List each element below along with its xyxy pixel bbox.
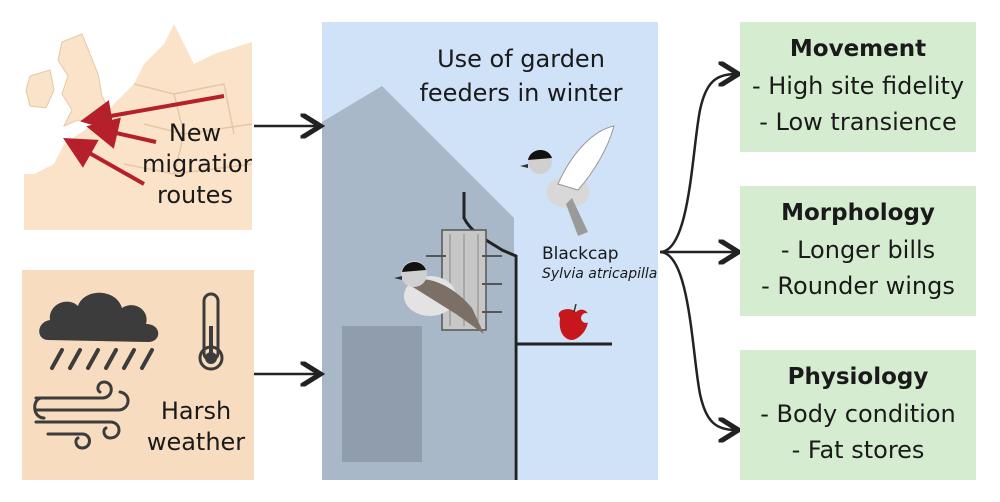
- migration-label-line3: routes: [157, 181, 233, 209]
- species-latin-name: Sylvia atricapilla: [542, 266, 658, 282]
- species-common-name: Blackcap: [542, 244, 619, 264]
- physiology-heading: Physiology: [787, 364, 929, 390]
- weather-label-line1: Harsh: [160, 397, 232, 425]
- flying-blackcap-icon: [520, 125, 615, 236]
- arrow-to-movement: [659, 74, 736, 254]
- morphology-item-1: - Longer bills: [780, 236, 936, 264]
- thermometer-icon: [198, 292, 224, 371]
- migration-label-line1: New: [168, 119, 222, 147]
- physiology-box: Physiology - Body condition - Fat stores: [740, 350, 976, 480]
- center-title-line1: Use of garden: [437, 45, 605, 73]
- map-icon: [24, 24, 252, 175]
- blackcap-bird-icon: [394, 261, 484, 334]
- center-title: Use of garden feeders in winter: [392, 42, 650, 110]
- window: [342, 326, 422, 462]
- movement-item-2: - Low transience: [759, 108, 957, 136]
- arrow-to-physiology: [659, 250, 736, 430]
- physiology-item-2: - Fat stores: [791, 436, 925, 464]
- movement-heading: Movement: [789, 36, 927, 62]
- center-title-line2: feeders in winter: [419, 79, 623, 107]
- weather-icons: [33, 292, 224, 450]
- house-feeder-illustration: [322, 86, 615, 480]
- morphology-heading: Morphology: [781, 200, 935, 226]
- weather-label-line2: weather: [146, 428, 246, 456]
- morphology-item-2: - Rounder wings: [761, 272, 955, 300]
- weather-panel: Harsh weather: [22, 270, 254, 480]
- movement-item-1: - High site fidelity: [751, 72, 965, 100]
- rain-cloud-icon: [39, 292, 159, 370]
- apple-icon: [558, 303, 591, 340]
- europe-map-panel: New migration routes: [24, 24, 252, 230]
- physiology-item-1: - Body condition: [760, 400, 956, 428]
- migration-arrows: [63, 94, 225, 186]
- wind-icon: [33, 380, 130, 450]
- movement-box: Movement - High site fidelity - Low tran…: [740, 22, 976, 152]
- morphology-box: Morphology - Longer bills - Rounder wing…: [740, 186, 976, 316]
- garden-feeder-panel: [322, 22, 658, 480]
- migration-label-line2: migration: [142, 150, 252, 178]
